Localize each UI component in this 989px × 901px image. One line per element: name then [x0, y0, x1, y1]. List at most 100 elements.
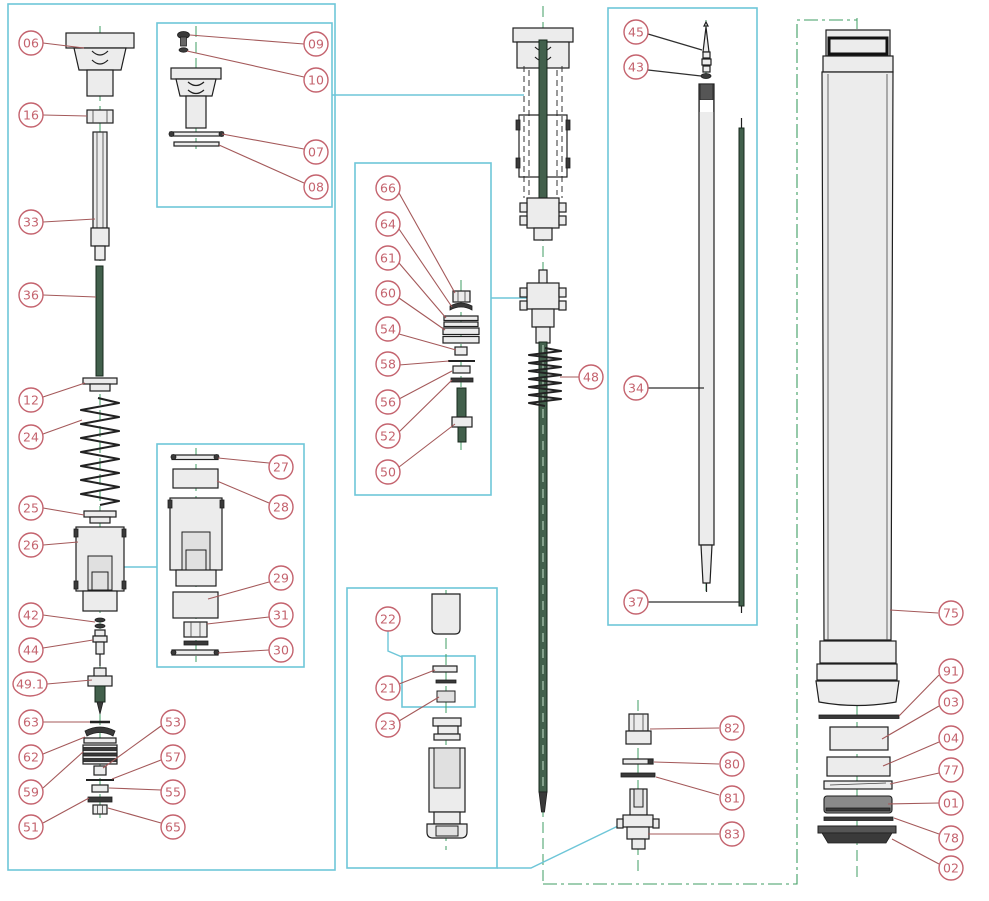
diagram-shape [82, 377, 118, 385]
callout-number-25: 25 [23, 501, 39, 516]
part-piston-59 [82, 744, 118, 765]
callout-leader-61 [398, 262, 447, 319]
callout-number-80: 80 [724, 757, 740, 772]
callout-leader-49.1 [46, 679, 93, 685]
part-fork-cap [65, 32, 135, 97]
callout-leader-59 [42, 751, 84, 789]
callout-circle-16 [18, 102, 44, 128]
callout-circle-26 [18, 532, 44, 558]
diagram-shape [631, 838, 646, 850]
callout-number-66: 66 [380, 181, 396, 196]
callout-number-65: 65 [165, 820, 181, 835]
diagram-shape [171, 454, 219, 461]
callout-leader-25 [42, 507, 85, 516]
callout-number-10: 10 [308, 73, 324, 88]
diagram-shape [616, 818, 624, 829]
diagram-shape [818, 714, 900, 719]
callout-leader-12 [42, 382, 86, 398]
callout-number-03: 03 [943, 695, 959, 710]
diagram-shape [626, 826, 650, 840]
diagram-shape [515, 157, 521, 169]
callout-number-07: 07 [308, 145, 324, 160]
callout-31: 31 [206, 602, 294, 628]
part-slide-bushing-04 [826, 756, 891, 777]
diagram-shape [172, 468, 219, 489]
callout-leader-45 [647, 33, 703, 51]
diagram-shape [738, 127, 745, 607]
diagram-shape [92, 635, 108, 643]
diagram-shape [82, 752, 118, 757]
callout-number-02: 02 [943, 861, 959, 876]
callout-number-16: 16 [23, 108, 39, 123]
diagram-shape [121, 580, 127, 590]
callout-number-43: 43 [628, 60, 644, 75]
callout-number-48: 48 [583, 370, 599, 385]
callout-number-44: 44 [23, 643, 39, 658]
part-washer-52 [450, 377, 474, 383]
callout-54: 54 [375, 316, 457, 351]
callout-circle-82 [719, 715, 745, 741]
diagram-shape [433, 733, 461, 741]
part-shim-stack-61 [443, 315, 479, 328]
callout-02: 02 [891, 838, 964, 881]
part-oil-seal-01 [823, 795, 893, 814]
diagram-shape [170, 67, 222, 80]
callout-circle-63 [18, 709, 44, 735]
diagram-shape [172, 591, 219, 619]
callout-circle-29 [268, 565, 294, 591]
diagram-shape [187, 81, 205, 95]
diagram-shape [565, 157, 571, 169]
callout-number-51: 51 [23, 820, 39, 835]
callout-65: 65 [107, 807, 186, 840]
diagram-shape [519, 215, 528, 226]
diagram-shape [625, 730, 652, 745]
callout-number-77: 77 [943, 763, 959, 778]
callout-circle-30 [268, 637, 294, 663]
part-clip-ring-78 [823, 816, 894, 821]
callout-leader-52 [398, 379, 453, 433]
diagram-shape [121, 528, 127, 538]
callout-24: 24 [18, 419, 83, 450]
callout-number-78: 78 [943, 831, 959, 846]
callout-66: 66 [375, 175, 456, 294]
callout-circle-10 [303, 67, 329, 93]
callout-80: 80 [653, 751, 745, 777]
diagram-shape [702, 65, 711, 73]
base-valve-detail-box [346, 587, 498, 869]
diagram-shape [431, 593, 461, 635]
diagram-shape [435, 825, 459, 837]
diagram-shape [826, 756, 891, 777]
callout-circle-12 [18, 387, 44, 413]
callout-29: 29 [207, 565, 294, 600]
diagram-shape [633, 788, 644, 808]
diagram-shape [73, 528, 79, 538]
callout-08: 08 [218, 144, 329, 200]
callout-leader-51 [42, 797, 90, 824]
diagram-shape [436, 690, 456, 703]
part-pin-27 [170, 454, 220, 461]
callout-57: 57 [111, 744, 186, 780]
diagram-shape [170, 649, 177, 656]
callout-leader-54 [398, 333, 457, 351]
part-piston-29 [172, 591, 219, 619]
callout-number-49.1: 49.1 [16, 677, 44, 692]
connectors-layer [124, 94, 619, 869]
callout-45: 45 [623, 19, 703, 51]
callout-number-34: 34 [628, 381, 644, 396]
callout-49.1: 49.1 [12, 671, 93, 697]
callout-91: 91 [898, 658, 964, 717]
diagram-shape [219, 499, 225, 509]
callout-circle-44 [18, 637, 44, 663]
callout-12: 12 [18, 382, 86, 413]
callout-number-04: 04 [943, 731, 959, 746]
callout-leader-64 [398, 228, 453, 308]
callout-circle-53 [160, 709, 186, 735]
callout-circle-51 [18, 814, 44, 840]
part-base-valve-body [426, 747, 468, 839]
callout-number-28: 28 [273, 500, 289, 515]
callout-circle-33 [18, 209, 44, 235]
diagram-shape [185, 549, 207, 571]
diagram-shape [185, 95, 207, 129]
callout-number-75: 75 [943, 606, 959, 621]
